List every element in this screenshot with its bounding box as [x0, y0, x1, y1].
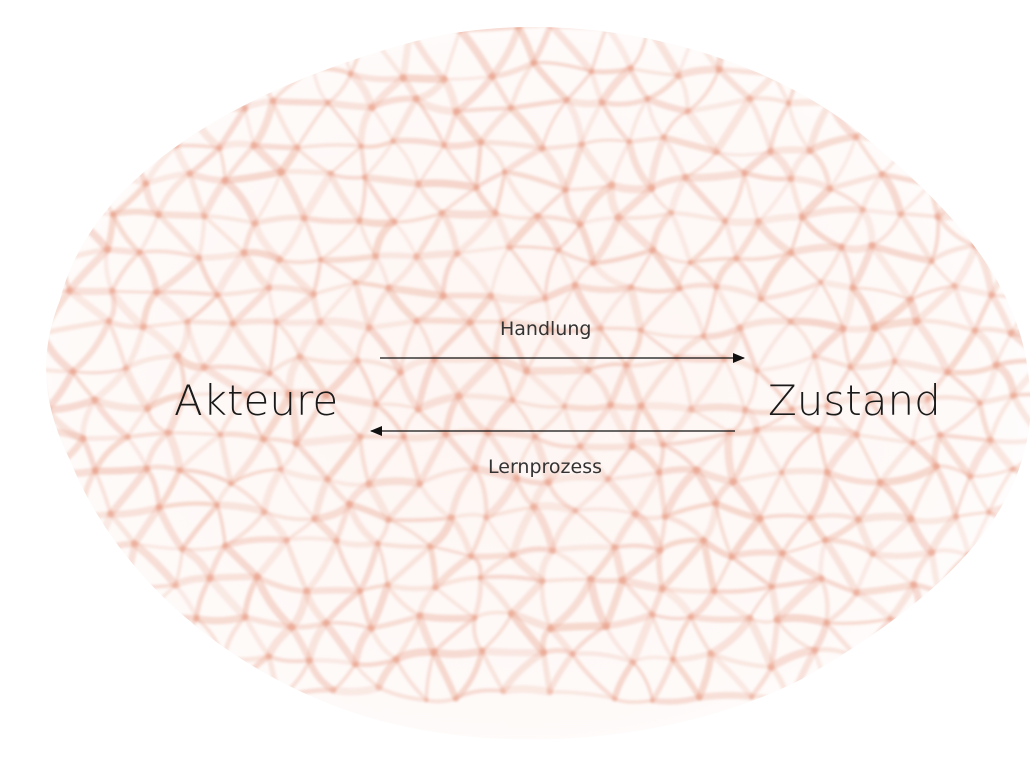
forward-edge-label: Handlung	[500, 320, 591, 339]
node-akteure: Akteure	[174, 380, 338, 422]
node-zustand: Zustand	[768, 380, 941, 422]
backward-edge-label: Lernprozess	[488, 458, 602, 477]
